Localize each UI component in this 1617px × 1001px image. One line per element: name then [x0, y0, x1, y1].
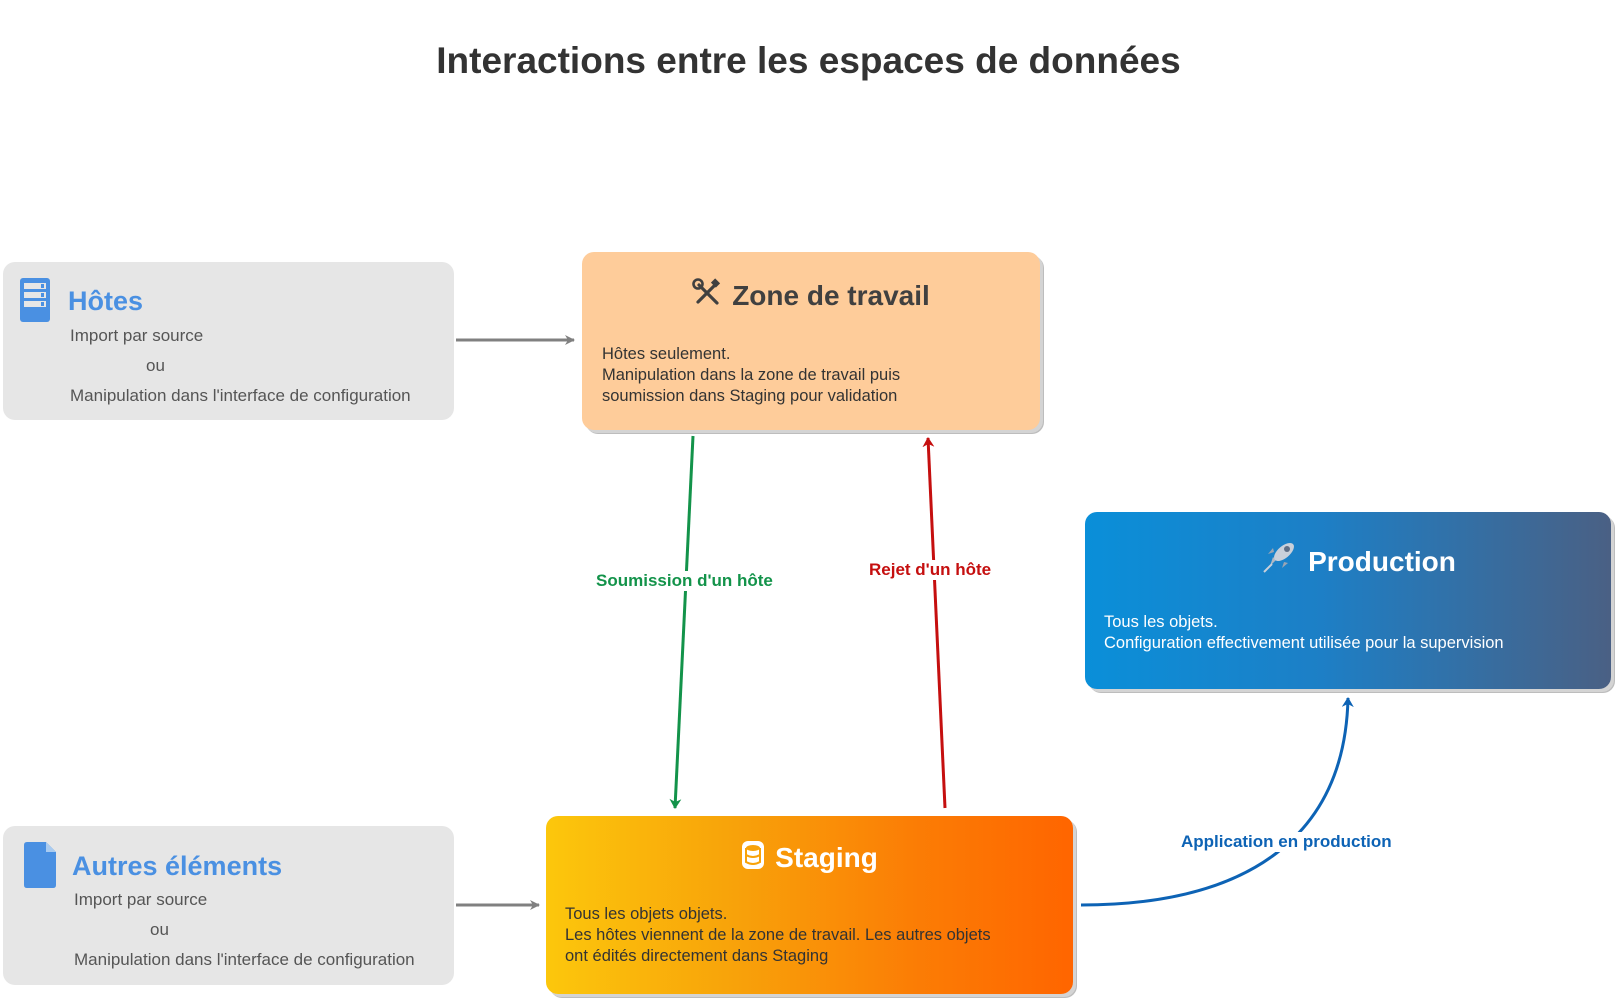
staging-description: Tous les objets objets. Les hôtes vienne…: [565, 904, 991, 967]
document-icon: [22, 841, 58, 894]
staging-line-1: Tous les objets objets.: [565, 905, 728, 923]
production-line-2: Configuration effectivement utilisée pou…: [1104, 634, 1504, 652]
hotes-title: Hôtes: [68, 286, 144, 316]
zone-description: Hôtes seulement. Manipulation dans la zo…: [602, 344, 900, 407]
zone-heading: Zone de travail: [582, 278, 1040, 315]
staging-box: Staging Tous les objets objets. Les hôte…: [546, 816, 1073, 994]
autres-line-2: ou: [150, 920, 169, 939]
zone-line-2: Manipulation dans la zone de travail pui…: [602, 366, 901, 384]
server-icon: [19, 277, 51, 328]
production-description: Tous les objets. Configuration effective…: [1104, 612, 1504, 654]
zone-de-travail-box: Zone de travail Hôtes seulement. Manipul…: [582, 252, 1040, 430]
apply-arrow: [1080, 697, 1354, 907]
staging-heading: Staging: [546, 840, 1073, 877]
hotes-line-3: Manipulation dans l'interface de configu…: [70, 386, 411, 405]
staging-title: Staging: [775, 842, 878, 873]
hotes-line-2: ou: [146, 356, 165, 375]
staging-line-2: Les hôtes viennent de la zone de travail…: [565, 926, 991, 944]
staging-line-3: ont édités directement dans Staging: [565, 947, 829, 965]
production-title: Production: [1308, 546, 1456, 577]
reject-arrow: [922, 437, 947, 809]
submit-arrow-label: Soumission d'un hôte: [594, 571, 775, 591]
hotes-line-1: Import par source: [70, 326, 204, 345]
production-heading: Production: [1085, 538, 1611, 581]
hotes-source-box: Hôtes Import par source ou Manipulation …: [3, 262, 454, 420]
autres-line-3: Manipulation dans l'interface de configu…: [74, 950, 415, 969]
zone-line-3: soumission dans Staging pour validation: [602, 387, 898, 405]
production-line-1: Tous les objets.: [1104, 613, 1218, 631]
autres-title: Autres éléments: [72, 851, 283, 881]
diagram-title: Interactions entre les espaces de donnée…: [436, 40, 1181, 81]
rocket-icon: [1262, 538, 1298, 581]
apply-arrow-label: Application en production: [1179, 832, 1394, 852]
tools-icon: [692, 278, 722, 315]
autres-source-box: Autres éléments Import par source ou Man…: [3, 826, 454, 985]
submit-arrow: [669, 435, 695, 809]
production-box: Production Tous les objets. Configuratio…: [1085, 512, 1611, 689]
zone-line-1: Hôtes seulement.: [602, 345, 731, 363]
reject-arrow-label: Rejet d'un hôte: [867, 560, 994, 580]
database-icon: [741, 840, 765, 877]
zone-title: Zone de travail: [732, 280, 930, 311]
autres-line-1: Import par source: [74, 890, 208, 909]
